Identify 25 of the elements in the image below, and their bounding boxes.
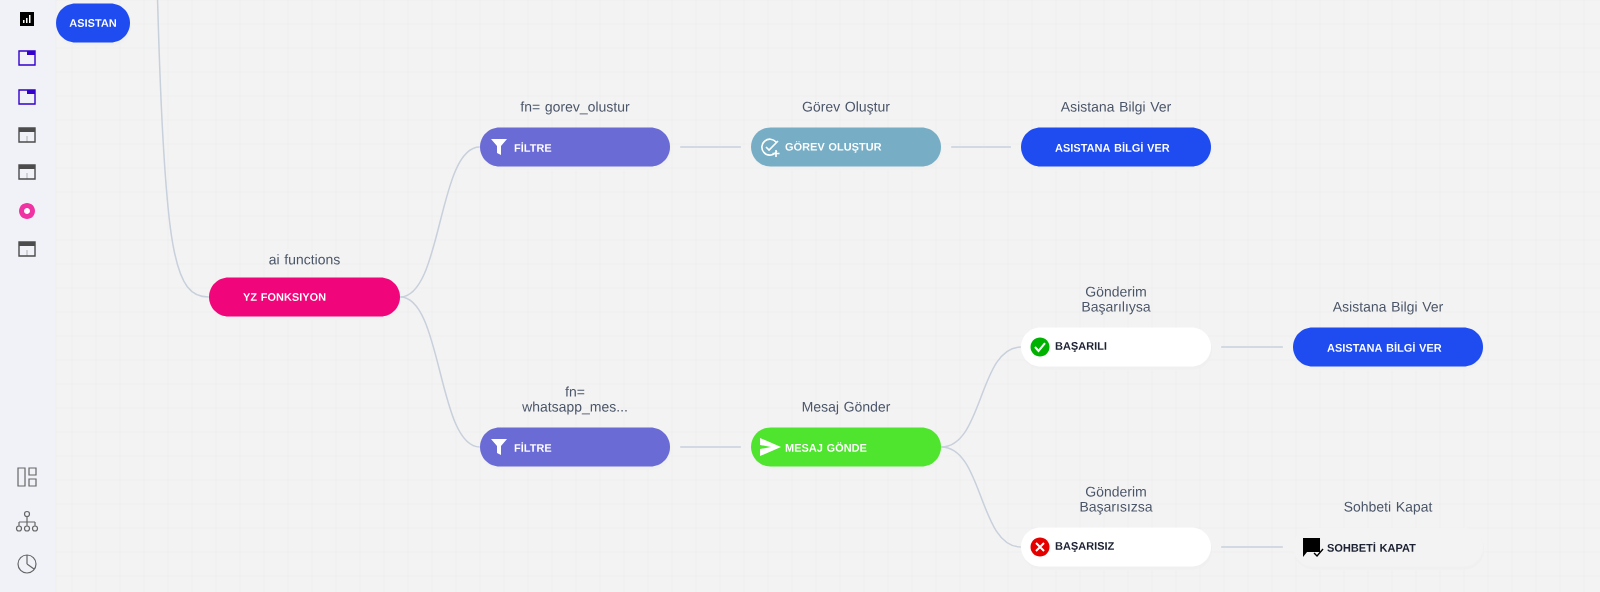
step-pill: ASISTAN [56,3,131,46]
node-heading: Gönderim Başarısızsa [1080,486,1153,515]
node-heading: Gönderim Başarılıysa [1082,286,1151,315]
node-heading: ai functions [269,254,340,265]
node-heading: Mesaj Gönder [802,401,891,415]
node-heading: Görev Oluştur [802,101,890,115]
step-pill: YZ FONKSIYON [209,277,401,320]
node-heading: Sohbeti Kapat [1344,501,1433,515]
connector-line [1220,346,1284,348]
node-heading: fn= whatsapp_mes... [522,386,627,415]
connector-line [679,446,742,448]
step-pill: MESAJ GÖNDE [751,427,942,470]
node-heading: Asistana Bilgi Ver [1060,101,1172,115]
step-pill: FİLTRE [480,127,671,170]
step-pill: ASISTANA BİLGİ VER [1293,327,1484,370]
step-pill: FİLTRE [480,427,671,470]
connector-line [940,446,1022,548]
connector-line [399,296,481,448]
step-pill: BAŞARISIZ [1021,527,1212,570]
node-heading: fn= gorev_olustur [520,101,630,115]
connector-line [156,0,210,298]
node-heading: Asistana Bilgi Ver [1332,301,1444,315]
step-pill: ASISTANA BİLGİ VER [1021,127,1212,170]
connector-line [1220,546,1284,548]
step-pill: GÖREV OLUŞTUR [751,127,942,170]
